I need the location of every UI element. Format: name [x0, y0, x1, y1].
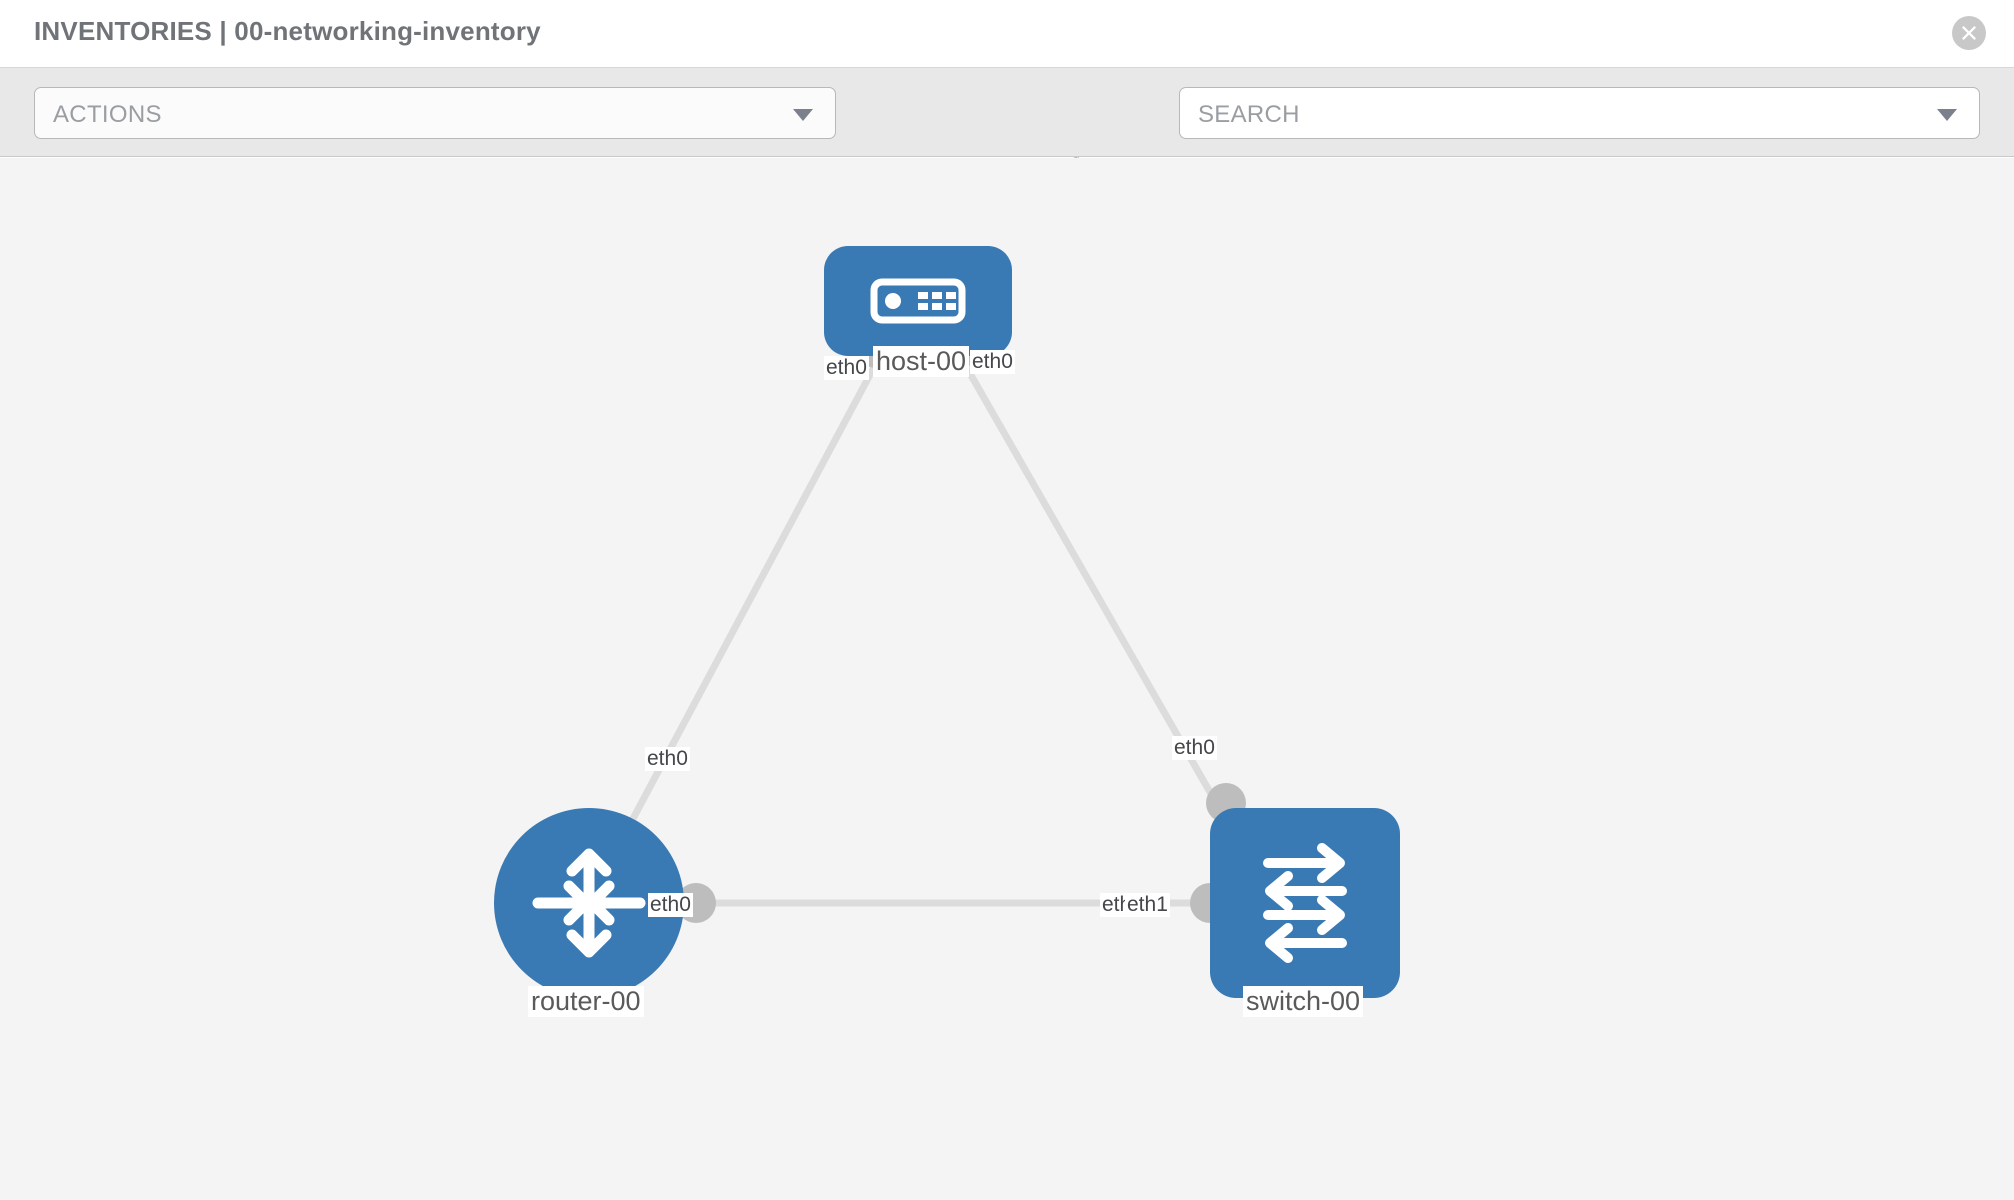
iface-label-switch-eth1: eth1: [1125, 893, 1170, 917]
node-host-00-label: host-00: [873, 346, 970, 377]
node-host-00[interactable]: [824, 246, 1012, 356]
switch-arrows-icon: [1263, 843, 1347, 963]
node-router-00[interactable]: [494, 808, 684, 998]
chevron-down-icon: [1937, 109, 1957, 121]
node-switch-00-shape: [1210, 808, 1400, 998]
close-button[interactable]: [1952, 16, 1986, 50]
close-icon: [1962, 26, 1976, 40]
topology-graph: host-00 router-00: [0, 158, 2014, 1200]
iface-label-host-eth0-left: eth0: [824, 356, 869, 380]
chevron-down-icon: [793, 109, 813, 121]
router-arrows-icon: [532, 848, 646, 958]
page-header: INVENTORIES | 00-networking-inventory: [0, 0, 2014, 68]
iface-label-host-eth0-right: eth0: [970, 350, 1015, 374]
iface-label-router-eth0-side: eth0: [648, 893, 693, 917]
link-host-router[interactable]: [608, 354, 884, 860]
iface-label-router-eth0: eth0: [645, 747, 690, 771]
search-placeholder-label: SEARCH: [1198, 101, 1300, 128]
server-icon: [870, 278, 966, 324]
node-router-00-label: router-00: [528, 986, 644, 1017]
iface-label-switch-eth0: eth0: [1172, 736, 1217, 760]
node-switch-00[interactable]: [1210, 808, 1400, 998]
page-title: INVENTORIES | 00-networking-inventory: [34, 16, 541, 46]
topology-canvas[interactable]: host-00 router-00: [0, 158, 2014, 1200]
toolbar: ACTIONS SEARCH: [0, 68, 2014, 192]
search-input[interactable]: SEARCH: [1179, 87, 1980, 139]
actions-dropdown-label: ACTIONS: [53, 101, 162, 128]
node-switch-00-label: switch-00: [1243, 986, 1364, 1017]
link-host-switch[interactable]: [956, 354, 1246, 850]
node-host-00-shape: [824, 246, 1012, 356]
actions-dropdown[interactable]: ACTIONS: [34, 87, 836, 139]
